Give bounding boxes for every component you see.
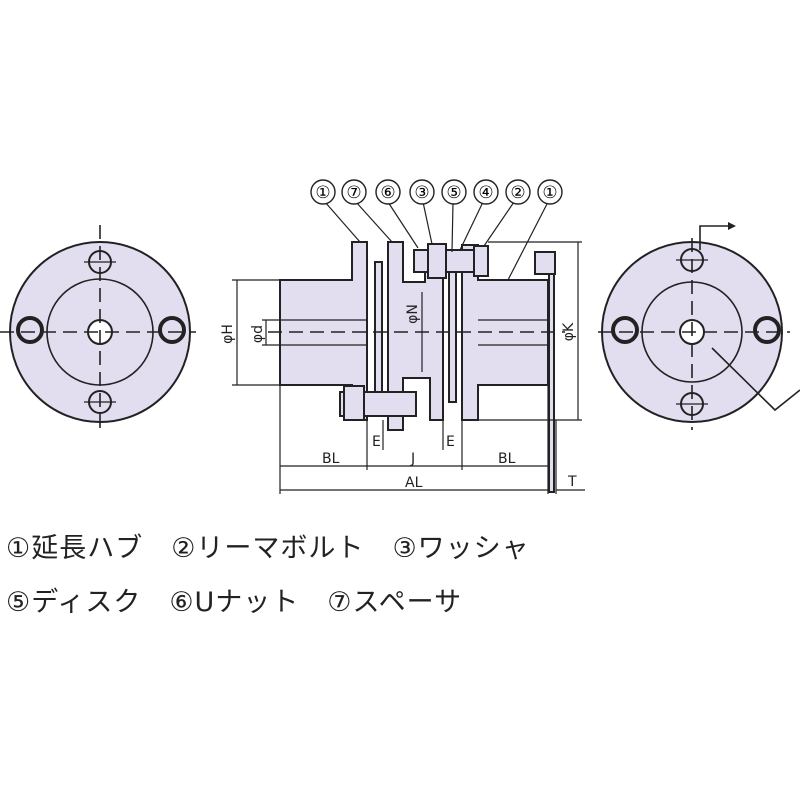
disc-right	[448, 251, 457, 403]
callout-6: ⑥	[380, 183, 395, 203]
left-end-view	[0, 225, 196, 432]
callout-leaders	[324, 201, 549, 281]
dim-phi-k: φK	[561, 322, 577, 341]
legend-reamer-bolt: ②リーマボルト	[171, 533, 365, 564]
dim-phi-h: φH	[220, 324, 236, 344]
dim-e-right: E	[446, 434, 455, 450]
callout-4: ④	[478, 183, 493, 203]
callout-5: ⑤	[446, 183, 461, 203]
legend-spacer: ⑦スペーサ	[327, 587, 463, 618]
legend-row-1: ①延長ハブ ②リーマボルト ③ワッシャ	[6, 526, 558, 565]
legend-u-nut: ⑥Uナット	[169, 587, 300, 618]
end-plate	[548, 261, 555, 493]
callout-7: ⑦	[346, 183, 361, 203]
break-line	[711, 347, 800, 412]
callout-1b: ①	[542, 183, 557, 203]
dim-e-left: E	[372, 434, 381, 450]
side-view	[268, 241, 565, 493]
dimension-lines	[232, 241, 585, 494]
legend-disc: ⑤ディスク	[6, 587, 142, 618]
callout-1: ①	[315, 183, 330, 203]
section-arrow-icon	[699, 225, 728, 250]
dim-j: J	[410, 451, 415, 467]
dim-t: T	[567, 474, 577, 490]
legend-extension-hub: ①延長ハブ	[6, 533, 144, 564]
legend-washer: ③ワッシャ	[392, 533, 530, 564]
callout-2: ②	[510, 183, 525, 203]
dimension-labels: φH φd φN φK E E BL J BL AL T	[220, 304, 577, 491]
callout-3: ③	[414, 183, 429, 203]
right-end-view	[598, 222, 800, 430]
dim-phi-d: φd	[250, 325, 266, 343]
legend-row-2: ⑤ディスク ⑥Uナット ⑦スペーサ	[6, 580, 490, 619]
dim-al: AL	[405, 475, 423, 491]
dim-phi-n: φN	[405, 304, 421, 324]
dim-bl-left: BL	[322, 451, 340, 467]
callouts: ① ⑦ ⑥ ③ ⑤ ④ ② ①	[310, 179, 563, 205]
dim-bl-right: BL	[498, 451, 516, 467]
bolt-hole-icon	[16, 250, 186, 414]
